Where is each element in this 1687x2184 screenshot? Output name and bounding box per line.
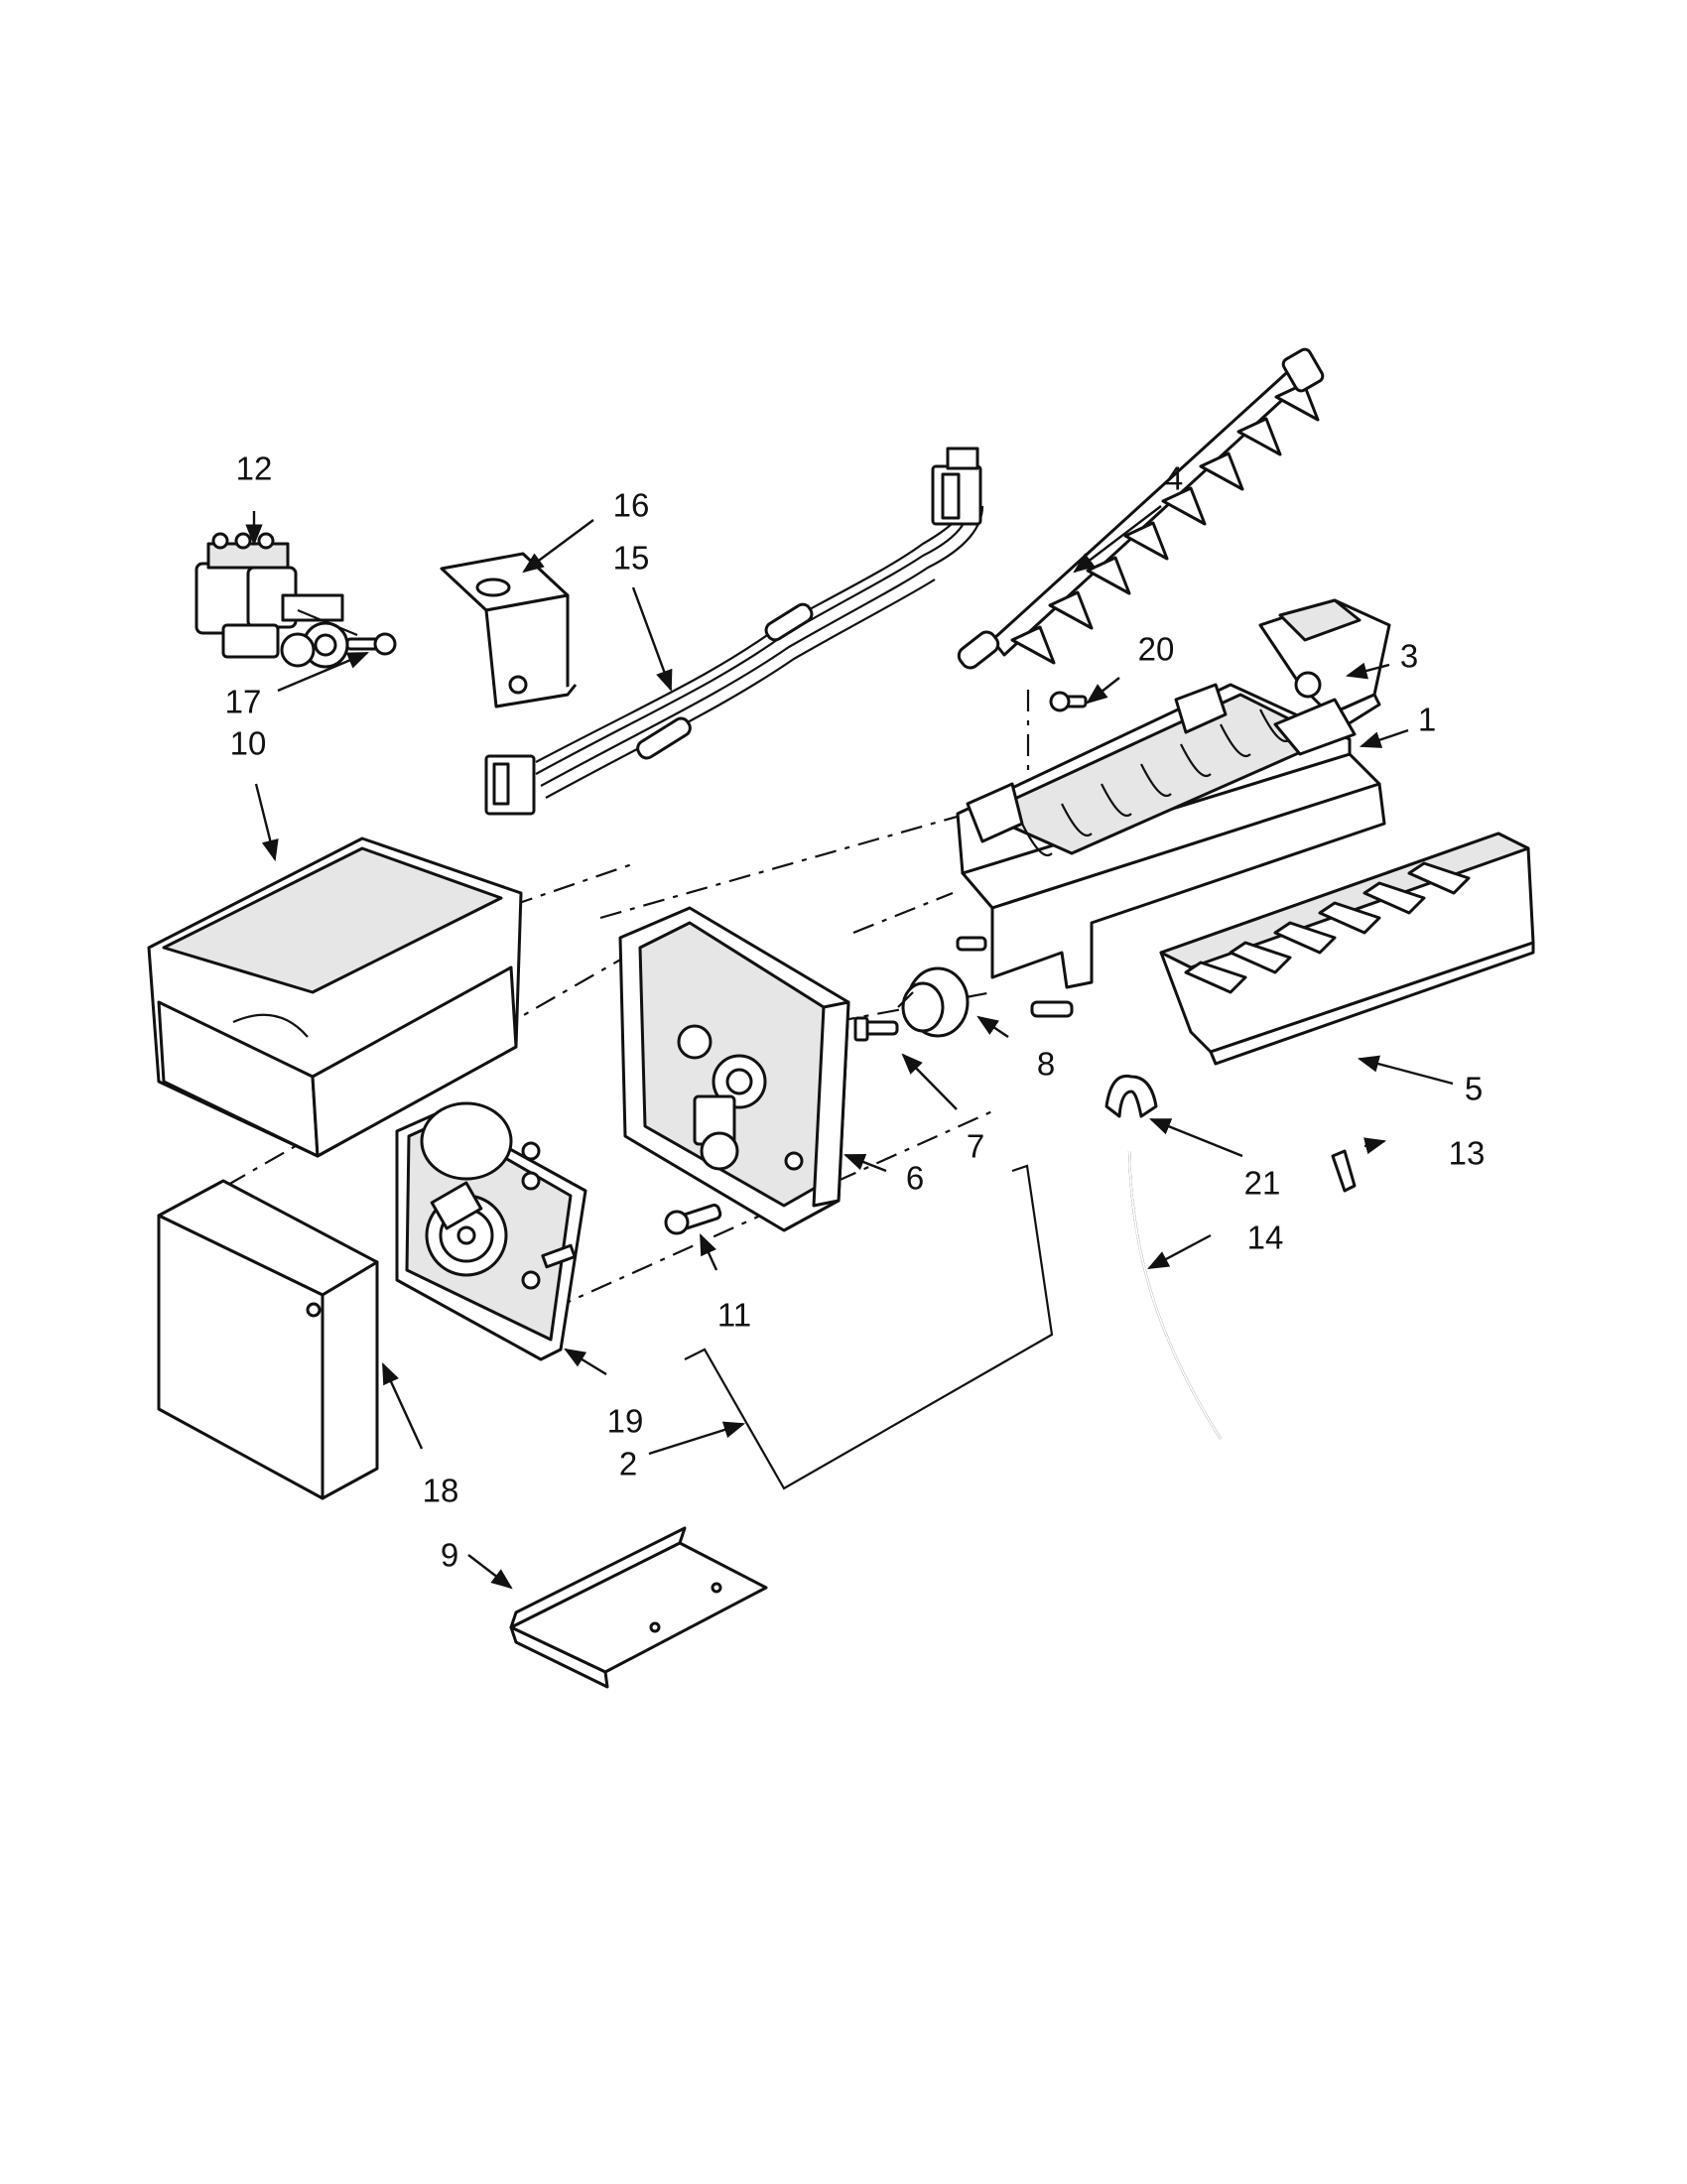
callout-5: 5	[1465, 1071, 1483, 1107]
callout-2: 2	[619, 1446, 637, 1482]
wire-harness-part	[484, 447, 984, 816]
ice-mold-part	[956, 683, 1386, 989]
control-cover-part	[157, 1179, 379, 1500]
bracket-part	[440, 552, 578, 708]
plug-part	[1331, 1149, 1357, 1193]
mounting-bracket-part	[509, 1526, 768, 1689]
cover-part	[1258, 598, 1391, 731]
front-cover-part	[1159, 832, 1535, 1066]
callout-13: 13	[1449, 1135, 1486, 1172]
callout-21: 21	[1244, 1165, 1281, 1202]
ejector-part	[957, 347, 1325, 670]
callout-19: 19	[607, 1403, 644, 1440]
callout-3: 3	[1400, 638, 1418, 675]
shutoff-arm-part	[684, 1164, 1054, 1490]
leader-lines	[245, 505, 1454, 1590]
thermostat-part	[897, 966, 970, 1038]
callout-4: 4	[1165, 460, 1183, 497]
callout-16: 16	[613, 487, 650, 524]
callout-17: 17	[225, 684, 262, 720]
tube-part	[1127, 1150, 1222, 1440]
callout-10: 10	[230, 725, 267, 762]
mold-pins	[956, 936, 1074, 1018]
ice-bin-part	[147, 836, 523, 1158]
callout-15: 15	[613, 540, 650, 577]
callout-labels: 12 16 15 17 10 4 20 3 1 5 8 7 6 21 13 14…	[225, 450, 1486, 1574]
terminal-part	[853, 1016, 899, 1042]
callout-9: 9	[441, 1537, 458, 1574]
callout-14: 14	[1247, 1220, 1284, 1256]
callout-6: 6	[906, 1160, 924, 1197]
water-valve-part	[195, 532, 397, 669]
motor-gear-plate-part	[395, 1101, 587, 1361]
callout-7: 7	[967, 1128, 984, 1165]
callout-8: 8	[1037, 1046, 1055, 1083]
callout-20: 20	[1138, 631, 1175, 668]
callout-12: 12	[236, 450, 273, 487]
callout-18: 18	[423, 1473, 459, 1509]
screw-part	[1049, 691, 1088, 712]
callout-1: 1	[1418, 702, 1436, 738]
clip-part	[1104, 1074, 1158, 1118]
callout-11: 11	[717, 1297, 751, 1334]
motor-housing-part	[618, 906, 850, 1232]
mounting-screw-part	[664, 1204, 722, 1235]
